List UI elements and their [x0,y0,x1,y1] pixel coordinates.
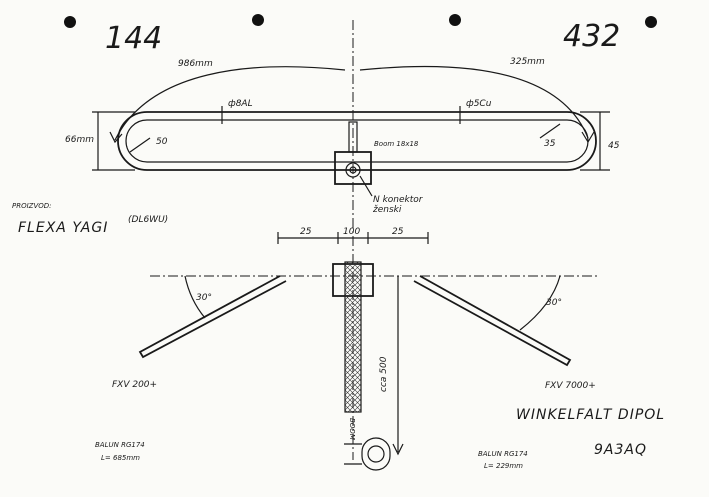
angle-arc-right [519,275,561,331]
maker-name: FLEXA YAGI [18,220,108,236]
balun-left-1: BALUN RG174 [95,441,145,449]
boom-hatched [344,261,362,413]
balun-left-2: L= 685mm [101,454,140,462]
angle-right-label: 30° [546,298,562,308]
callsign: 9A3AQ [594,442,647,458]
connector-label-2: ženski [372,205,402,215]
boom-size-label: Boom 18x18 [374,140,419,148]
height-left-label: 66mm [65,135,94,145]
dim-b-label: 100 [343,227,360,237]
balun-clamp [361,437,391,471]
maker-note: (DL6WU) [128,215,168,225]
dim-c-label: 25 [392,227,404,237]
angle-arc-left [184,275,206,319]
dia-left-label: ф8AL [228,99,253,109]
len-left-label: 986mm [178,59,213,69]
boom-vertical-label: BOOM [348,418,356,440]
radius-left-label: 50 [156,137,168,147]
model-right-label: FXV 7000+ [545,381,596,391]
len-left-arrowhead [109,131,123,144]
balun-coil [367,445,385,463]
dipole-title: WINKELFALT DIPOL [516,407,665,423]
len-right-label: 325mm [510,57,545,67]
angle-left-label: 30° [196,293,212,303]
dim-a-label: 25 [300,227,312,237]
dia-right-label: ф5Cu [466,99,492,109]
len-right-arrowhead [581,131,595,144]
model-left-label: FXV 200+ [112,380,157,390]
length-label: cca 500 [379,356,389,392]
height-right-label: 45 [608,141,620,151]
balun-right-2: L= 229mm [484,462,523,470]
feed-box [334,151,372,185]
balun-right-1: BALUN RG174 [478,450,528,458]
punch-hole [64,16,76,28]
n-connector [345,162,361,178]
freq-right-title: 432 [563,19,620,54]
len-left-arrow [114,66,346,141]
radius-right-label: 35 [544,139,556,149]
punch-hole [645,16,657,28]
connector-label-1: N konektor [373,195,424,205]
folded-dipole-outer [117,111,597,171]
len-right-arrow [359,65,589,139]
dipole-arm-right [413,275,572,367]
punch-hole [252,14,264,26]
dipole-arm-left [138,275,287,359]
maker-label: PROIZVOD: [12,202,52,210]
freq-left-title: 144 [105,21,162,56]
punch-hole [449,14,461,26]
